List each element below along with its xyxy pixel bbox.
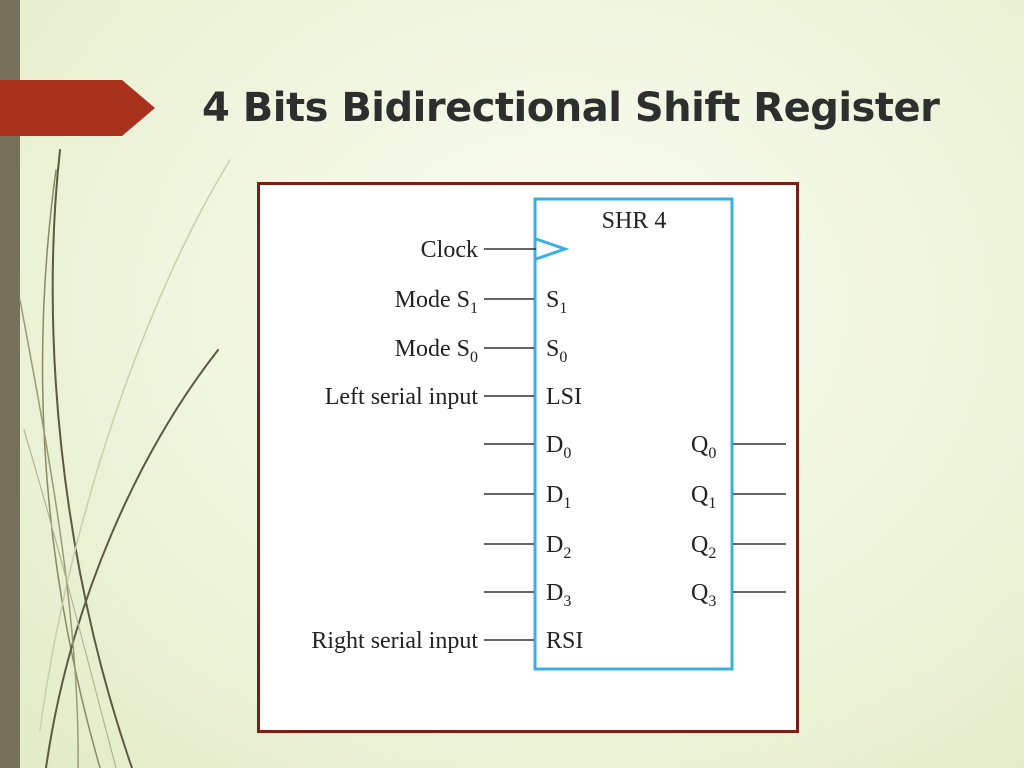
- pin-d3: D3: [546, 580, 571, 610]
- clock-triangle-icon: [535, 237, 570, 261]
- figure-frame: SHR 4 Clock Mode S1 Mode S0 Left serial …: [257, 182, 799, 733]
- rsi-label: Right serial input: [311, 628, 478, 654]
- mode-s0-label: Mode S0: [395, 336, 478, 366]
- pin-q1: Q1: [691, 482, 716, 512]
- pin-lsi: LSI: [546, 384, 582, 410]
- pin-q0: Q0: [691, 432, 716, 462]
- lsi-label: Left serial input: [325, 384, 479, 410]
- pin-s0: S0: [546, 336, 567, 366]
- pin-d0: D0: [546, 432, 571, 462]
- grass-decoration: [19, 149, 231, 768]
- slide-title: 4 Bits Bidirectional Shift Register: [202, 85, 940, 131]
- shr4-block: [533, 197, 734, 671]
- pin-q3: Q3: [691, 580, 716, 610]
- clock-label: Clock: [421, 237, 478, 263]
- mode-s1-label: Mode S1: [395, 287, 478, 317]
- pin-rsi: RSI: [546, 628, 583, 654]
- block-title: SHR 4: [602, 208, 667, 234]
- shift-register-diagram: SHR 4 Clock Mode S1 Mode S0 Left serial …: [311, 197, 786, 671]
- pin-d2: D2: [546, 532, 571, 562]
- pin-q2: Q2: [691, 532, 716, 562]
- pin-s1: S1: [546, 287, 567, 317]
- slide-left-bar: [0, 0, 20, 768]
- title-arrow-icon: [0, 80, 155, 136]
- pin-d1: D1: [546, 482, 571, 512]
